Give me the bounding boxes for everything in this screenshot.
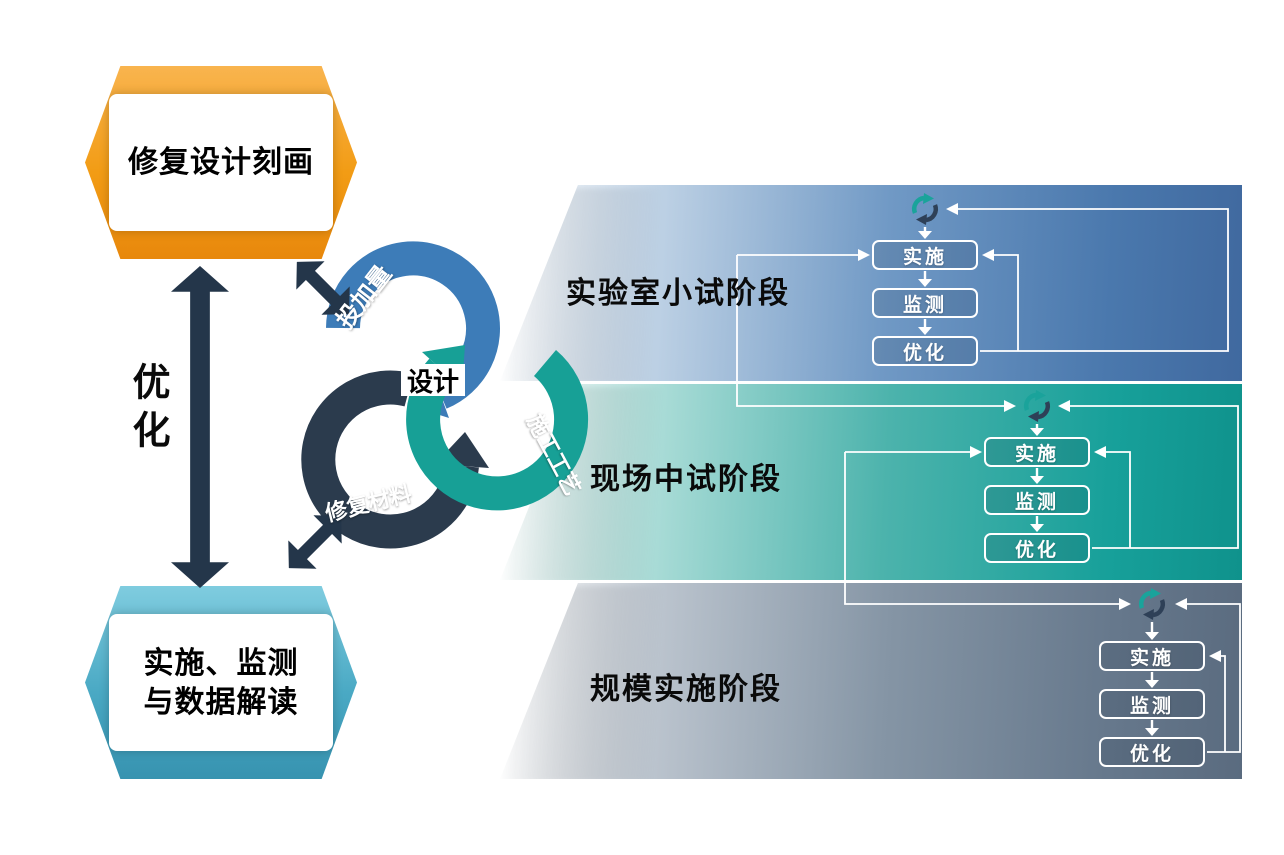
design-banner-panel: 修复设计刻画	[109, 94, 333, 231]
step-optimize-2: 优化	[984, 533, 1090, 563]
step-implement-1: 实施	[872, 240, 978, 270]
implementation-banner-line2: 与数据解读	[143, 685, 299, 719]
optimize-label: 优化	[126, 362, 168, 458]
step-implement-3: 实施	[1099, 641, 1205, 671]
stage-label-scale: 规模实施阶段	[590, 673, 782, 706]
design-banner-label: 修复设计刻画	[128, 146, 314, 179]
stage-label-pilot: 现场中试阶段	[590, 463, 782, 496]
implementation-banner: 实施、监测 与数据解读	[85, 586, 357, 779]
implementation-banner-panel: 实施、监测 与数据解读	[109, 614, 333, 751]
cycle-arrows-icon	[1024, 390, 1050, 422]
design-center-label: 设计	[401, 364, 465, 397]
stage-band-scale	[500, 583, 1242, 779]
cycle-arrows-icon	[912, 193, 938, 225]
material-arc-arrowhead	[435, 432, 489, 468]
optimize-double-arrow-icon	[171, 266, 229, 588]
stage-label-lab: 实验室小试阶段	[566, 277, 790, 310]
material-label: 修复材料	[322, 480, 415, 527]
step-monitor-3: 监测	[1099, 689, 1205, 719]
step-monitor-1: 监测	[872, 288, 978, 318]
step-implement-2: 实施	[984, 437, 1090, 467]
implementation-banner-label: 实施、监测 与数据解读	[144, 644, 299, 722]
step-monitor-2: 监测	[984, 485, 1090, 515]
step-optimize-1: 优化	[872, 336, 978, 366]
step-optimize-3: 优化	[1099, 737, 1205, 767]
implementation-banner-line1: 实施、监测	[143, 646, 299, 680]
cycle-arrows-icon	[1139, 588, 1165, 620]
design-banner: 修复设计刻画	[85, 66, 357, 259]
